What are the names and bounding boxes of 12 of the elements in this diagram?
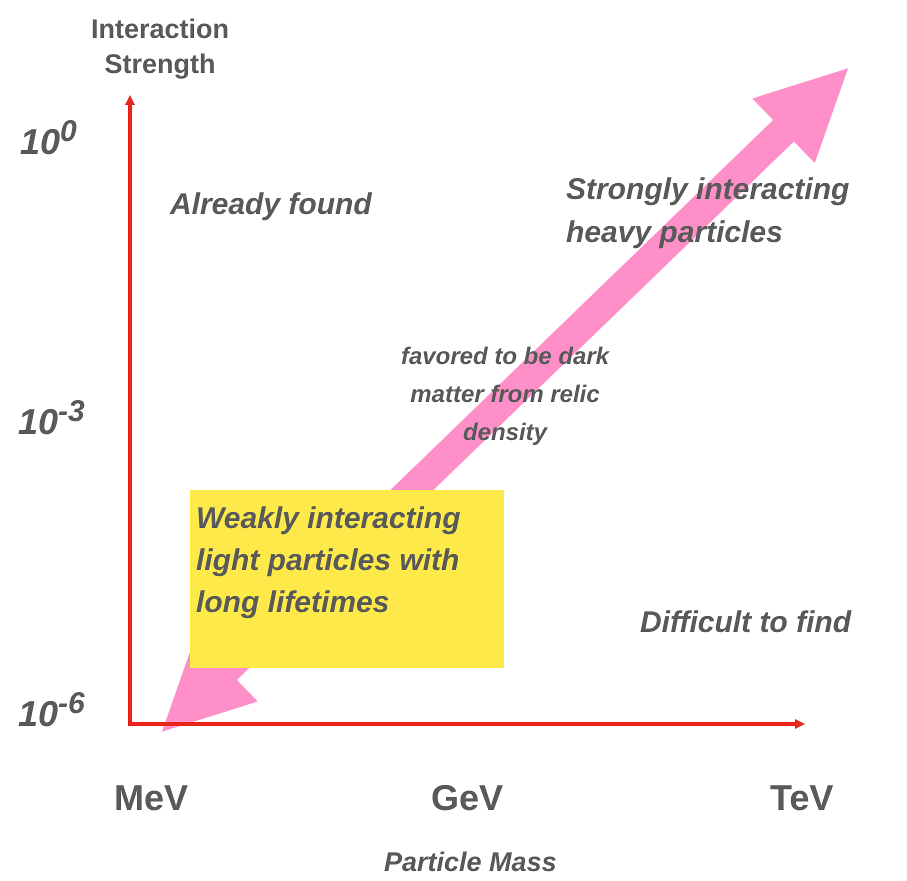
tick-label: MeV	[114, 776, 190, 820]
region-label: Difficult to find	[640, 605, 852, 641]
tick-label: TeV	[770, 776, 834, 820]
tick-label: 10$^{0}$	[20, 114, 78, 164]
region-label: Already found	[170, 187, 374, 223]
axis-title: Interaction Strength	[90, 13, 230, 82]
tick-label: GeV	[431, 776, 504, 820]
box-text: Weakly interacting light particles with long lifetimes	[196, 502, 461, 619]
tick-label: 10$^{-3}$	[18, 394, 86, 444]
highlight-box	[190, 490, 504, 668]
axis-title: Particle Mass	[384, 846, 558, 879]
tick-label: 10$^{-6}$	[18, 686, 86, 736]
